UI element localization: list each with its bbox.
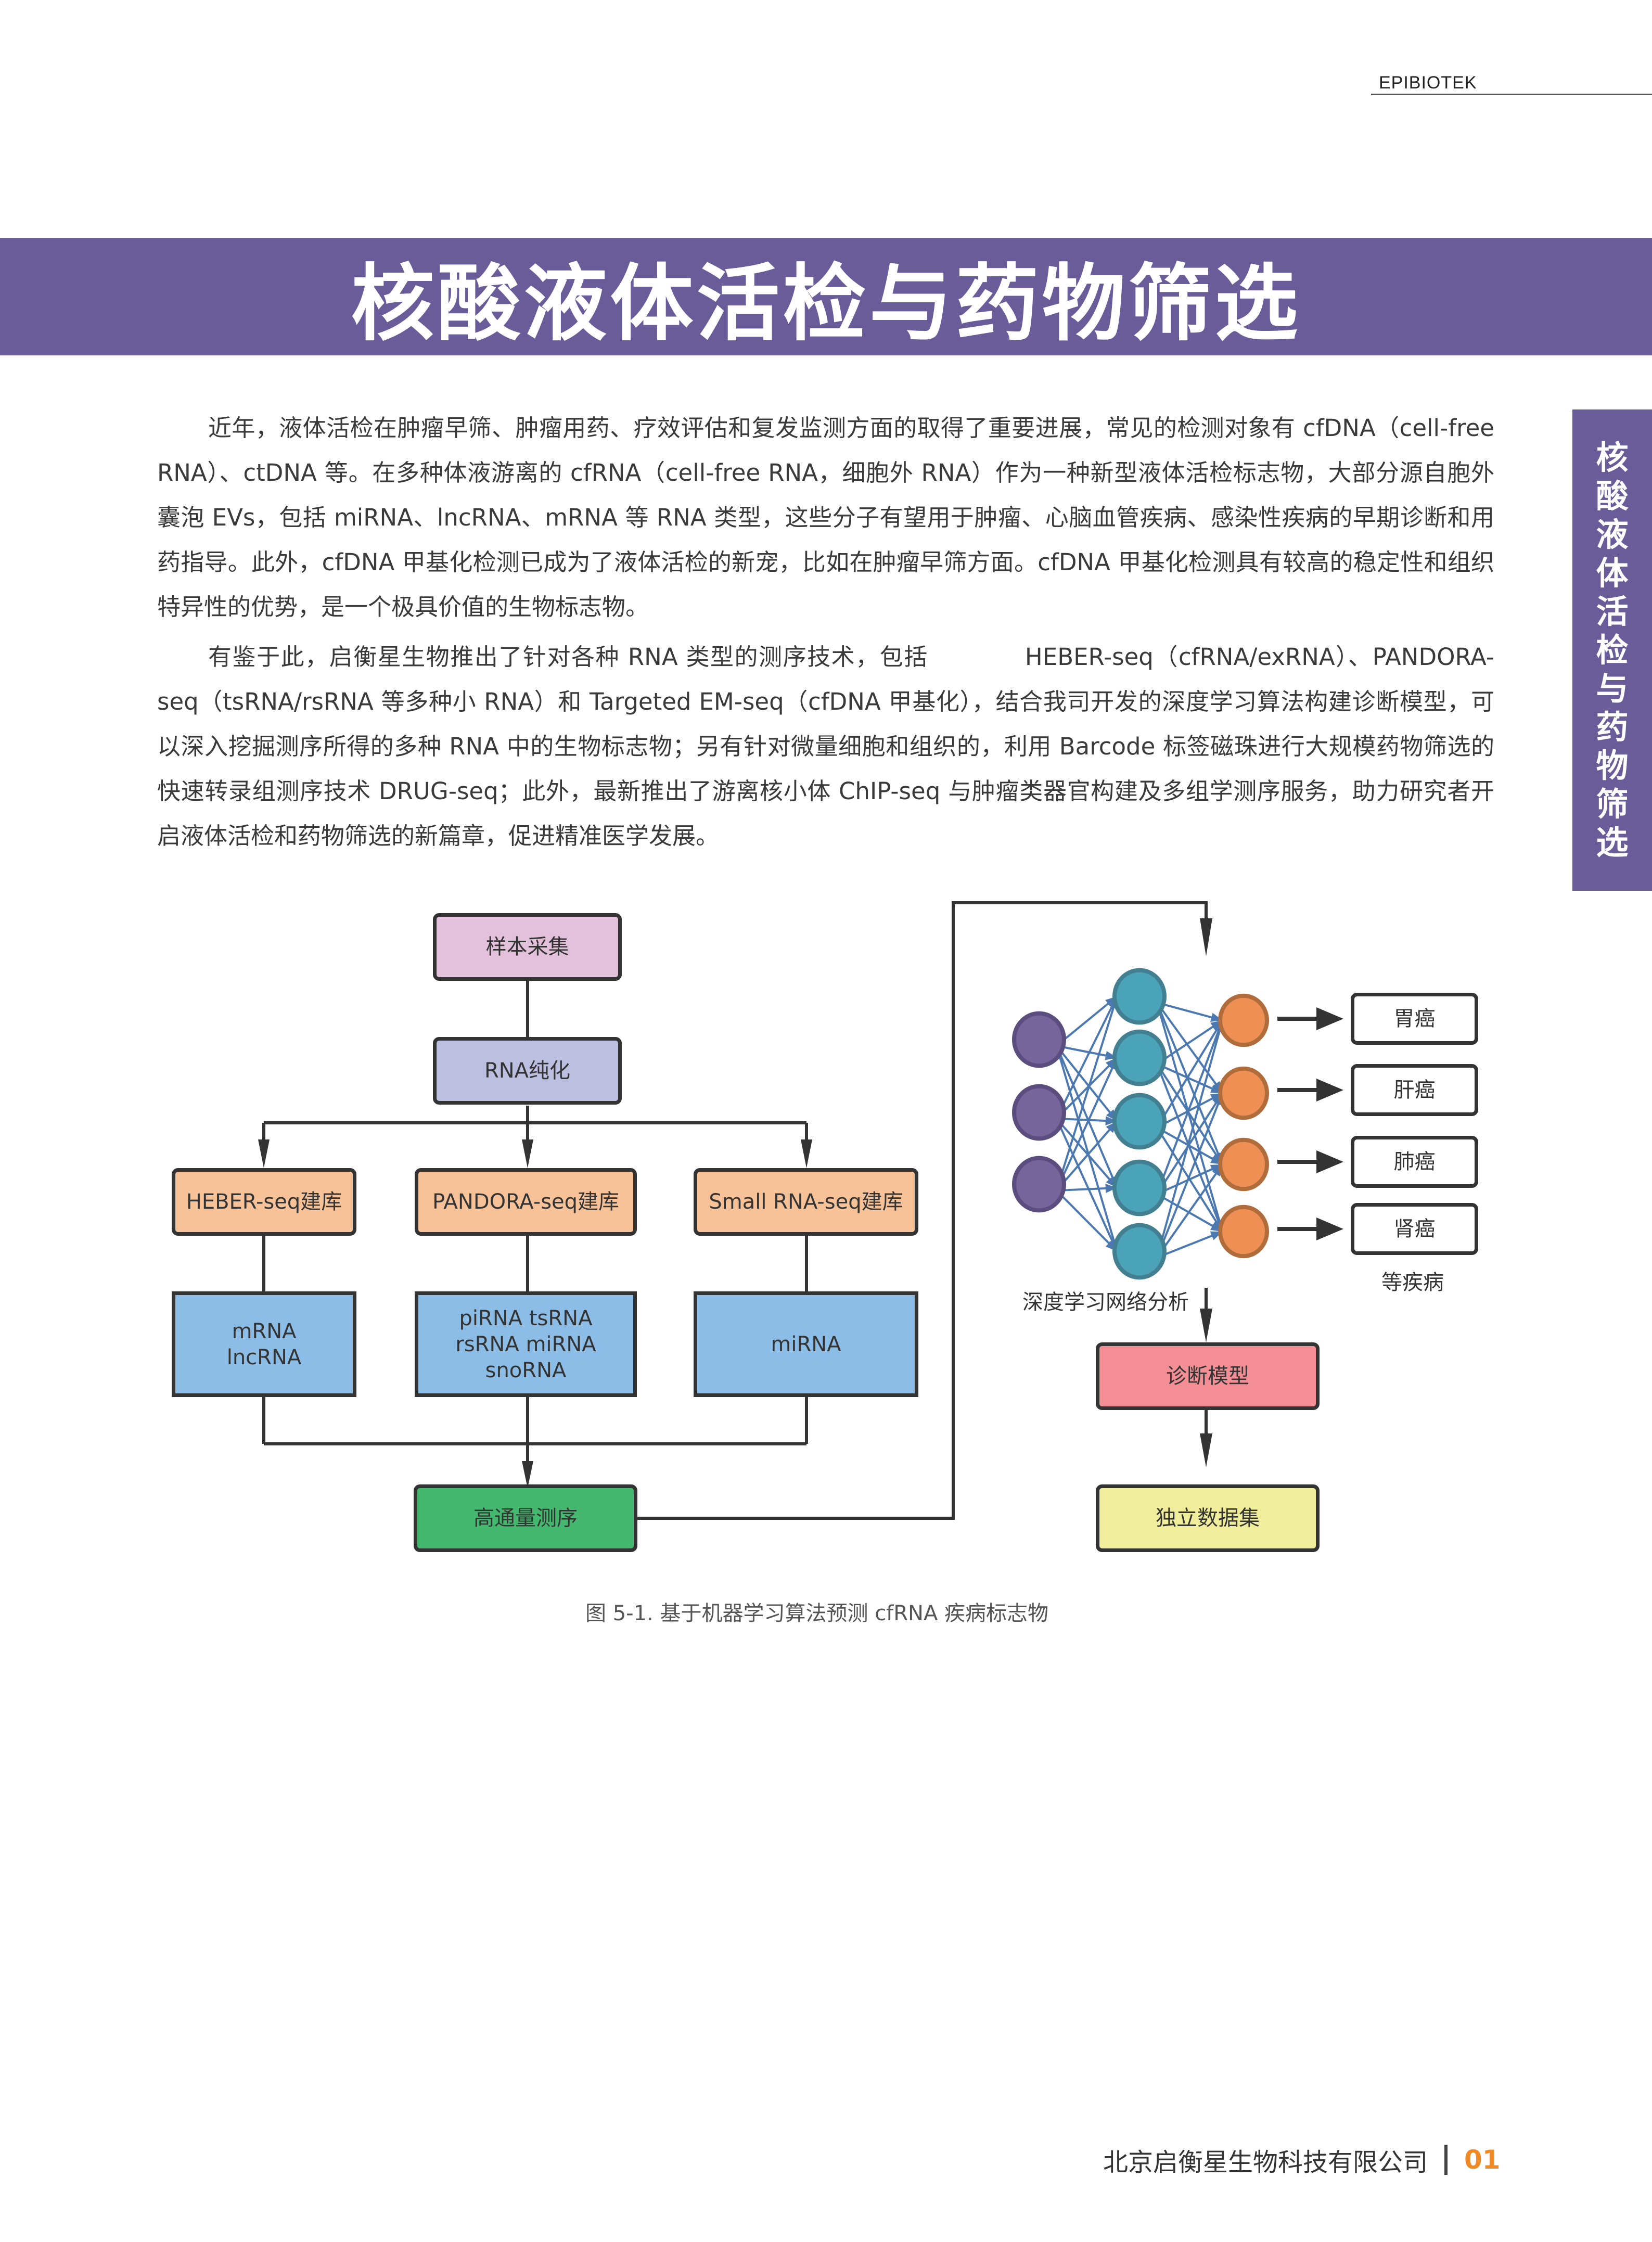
network-edge: [1055, 996, 1118, 1119]
arrowhead: [258, 1139, 270, 1168]
arrowhead: [1200, 918, 1212, 956]
network-edge: [1056, 1120, 1118, 1192]
input-node: [1012, 1011, 1066, 1068]
hidden-node: [1112, 1159, 1167, 1216]
disease-box: 肝癌: [1351, 1064, 1478, 1116]
rna-types-box: mRNA lncRNA: [172, 1291, 356, 1397]
arrowhead: [1316, 1218, 1343, 1240]
network-edge: [1055, 996, 1118, 1191]
network-edge: [1055, 1118, 1118, 1252]
side-tab-char: 药: [1596, 708, 1629, 746]
side-tab-char: 与: [1596, 669, 1629, 708]
arrowhead: [522, 1461, 533, 1488]
network-edge: [1056, 1057, 1118, 1120]
page-number: 01: [1464, 2145, 1501, 2175]
network-edge: [1156, 1002, 1224, 1232]
network-edge: [1156, 1002, 1224, 1165]
output-node: [1218, 1205, 1269, 1259]
diagnostic-model-box: 诊断模型: [1096, 1342, 1320, 1410]
side-tab-char: 检: [1596, 631, 1629, 669]
arrowhead: [1316, 1007, 1343, 1030]
output-node: [1218, 1066, 1269, 1120]
output-node: [1218, 1137, 1269, 1192]
figure-caption: 图 5-1. 基于机器学习算法预测 cfRNA 疾病标志物: [585, 1602, 1049, 1625]
network-edge: [1055, 1045, 1118, 1252]
network-edge: [1055, 1045, 1118, 1188]
arrowhead: [522, 1139, 533, 1168]
arrowhead: [801, 1139, 812, 1168]
network-edge: [1156, 1020, 1224, 1195]
network-edge: [1156, 1063, 1224, 1165]
side-tab-char: 酸: [1596, 477, 1629, 515]
network-edge: [1156, 1163, 1224, 1259]
network-edge: [1056, 1118, 1118, 1189]
disease-box: 肺癌: [1351, 1136, 1478, 1188]
company-name: 北京启衡星生物科技有限公司: [1103, 2148, 1428, 2177]
sequencing-box: 高通量测序: [414, 1484, 637, 1552]
footer-separator: [1444, 2145, 1448, 2175]
rna-purification-box: RNA纯化: [433, 1037, 622, 1105]
pandora-library-box: PANDORA-seq建库: [415, 1168, 637, 1236]
title-banner: 核酸液体活检与药物筛选: [0, 238, 1652, 355]
network-edge: [1156, 1163, 1223, 1195]
disease-box: 胃癌: [1351, 993, 1478, 1045]
network-label: 深度学习网络分析: [1022, 1290, 1189, 1314]
paragraph-intro: 近年，液体活检在肿瘤早筛、肿瘤用药、疗效评估和复发监测方面的取得了重要进展，常见…: [157, 414, 1494, 621]
network-edge: [1156, 1002, 1224, 1094]
footer: 北京启衡星生物科技有限公司 01: [1103, 2142, 1501, 2178]
network-edge: [1156, 1193, 1223, 1233]
network-edge: [1156, 1019, 1223, 1065]
diseases-more-label: 等疾病: [1381, 1271, 1444, 1295]
network-edge: [1156, 1231, 1223, 1259]
network-edge: [1156, 1019, 1224, 1129]
arrowhead: [1200, 1433, 1212, 1467]
side-tab-char: 物: [1596, 746, 1629, 785]
network-edge: [1056, 1189, 1118, 1252]
arrowhead: [1200, 1309, 1212, 1342]
side-tab-char: 核: [1596, 438, 1629, 477]
disease-box: 肾癌: [1351, 1203, 1478, 1255]
network-edge: [1156, 1126, 1223, 1165]
paragraph-services: 有鉴于此，启衡星生物推出了针对各种 RNA 类型的测序技术，包括 HEBER-s…: [157, 643, 1494, 850]
side-section-tab: 核 酸 液 体 活 检 与 药 物 筛 选: [1572, 409, 1652, 891]
sample-collection-box: 样本采集: [433, 913, 622, 981]
hidden-node: [1112, 1223, 1167, 1280]
hidden-node: [1112, 1029, 1167, 1086]
network-edge: [1056, 995, 1118, 1047]
side-tab-char: 选: [1596, 823, 1629, 862]
output-node: [1218, 993, 1269, 1047]
connector: [637, 901, 1208, 1520]
heber-library-box: HEBER-seq建库: [172, 1168, 356, 1236]
neural-network: [1012, 968, 1269, 1280]
input-node: [1012, 1084, 1066, 1141]
network-edge: [1156, 1092, 1224, 1195]
network-edge: [1156, 1093, 1224, 1258]
body-text: 近年，液体活检在肿瘤早筛、肿瘤用药、疗效评估和复发监测方面的取得了重要进展，常见…: [157, 406, 1494, 864]
smallrna-library-box: Small RNA-seq建库: [694, 1168, 918, 1236]
independent-dataset-box: 独立数据集: [1096, 1484, 1320, 1552]
network-edge: [1156, 1063, 1223, 1094]
hidden-node: [1112, 1093, 1167, 1150]
page-title: 核酸液体活检与药物筛选: [351, 255, 1301, 352]
network-edge: [1055, 1057, 1118, 1191]
network-edge: [1156, 1020, 1224, 1258]
brand-name: EPIBIOTEK: [1379, 73, 1477, 93]
side-tab-char: 体: [1596, 554, 1629, 592]
network-edge-arrow: [1105, 1116, 1117, 1126]
arrowhead: [1316, 1150, 1343, 1173]
network-edge: [1156, 1064, 1224, 1232]
arrowhead: [1316, 1079, 1343, 1101]
network-edge-arrow: [1105, 1183, 1117, 1193]
network-edge: [1056, 1045, 1118, 1122]
header-divider: [1371, 94, 1652, 95]
hidden-node: [1112, 968, 1167, 1025]
rna-types-box: piRNA tsRNA rsRNA miRNA snoRNA: [415, 1291, 637, 1397]
side-tab-char: 筛: [1596, 785, 1629, 823]
network-edge: [1156, 1092, 1223, 1129]
side-tab-char: 液: [1596, 515, 1629, 554]
input-node: [1012, 1156, 1066, 1213]
side-tab-char: 活: [1596, 592, 1629, 631]
rna-types-box: miRNA: [694, 1291, 918, 1397]
